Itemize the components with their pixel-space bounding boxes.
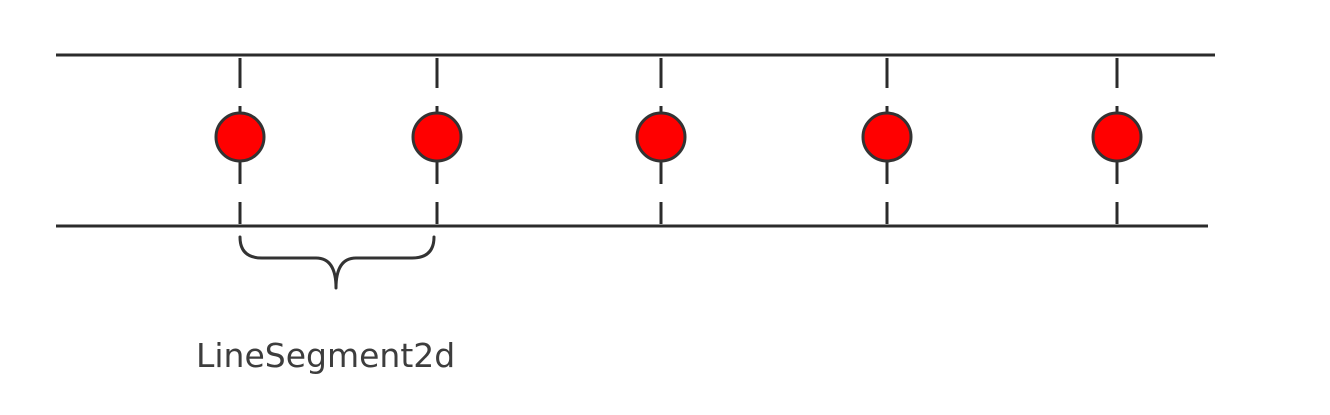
point-marker [635, 111, 687, 163]
point-marker [214, 111, 266, 163]
line-segment-label: LineSegment2d [196, 336, 456, 375]
point-marker [1091, 111, 1143, 163]
point-marker [861, 111, 913, 163]
segment-brace [238, 235, 436, 290]
segment-divider-group [238, 58, 1119, 224]
point-marker [411, 111, 463, 163]
point-group [214, 111, 1143, 163]
